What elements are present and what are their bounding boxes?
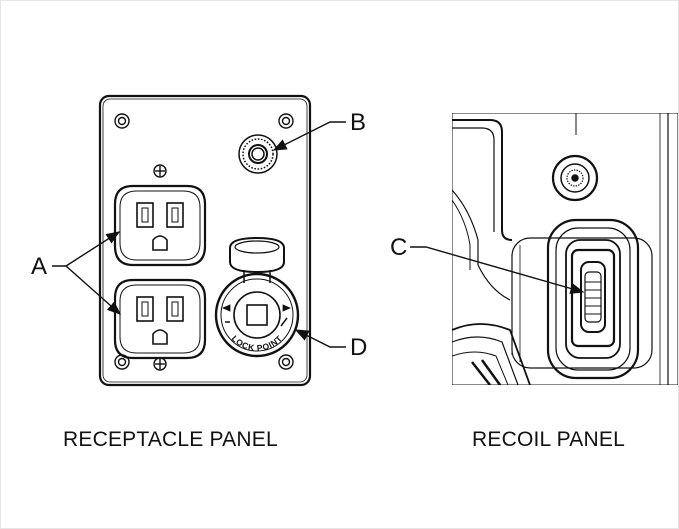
twist-lock-receptacle	[214, 236, 300, 358]
leader-b	[272, 121, 346, 151]
recoil-panel-border	[452, 113, 678, 385]
leader-lines	[52, 121, 585, 348]
recoil-handle	[511, 218, 653, 380]
recoil-panel	[452, 113, 678, 385]
receptacle-panel	[98, 94, 312, 387]
receptacle-panel-caption: RECEPTACLE PANEL	[63, 428, 278, 451]
callout-b-label: B	[350, 109, 367, 136]
leader-c	[410, 246, 585, 294]
upper-outlet	[113, 184, 207, 267]
leader-a-upper	[52, 231, 121, 267]
lower-outlet	[113, 278, 207, 360]
receptacle-panel-outline	[98, 94, 312, 387]
leader-d	[294, 329, 346, 348]
recoil-panel-caption: RECOIL PANEL	[472, 428, 625, 451]
circuit-breaker-button	[238, 134, 278, 174]
leader-a-lower	[65, 265, 122, 315]
recoil-fastener-icon	[551, 154, 599, 202]
callout-d-label: D	[350, 334, 368, 361]
outlet-screw-icon	[153, 164, 167, 371]
callout-a-label: A	[31, 253, 48, 280]
callout-c-label: C	[390, 234, 408, 261]
